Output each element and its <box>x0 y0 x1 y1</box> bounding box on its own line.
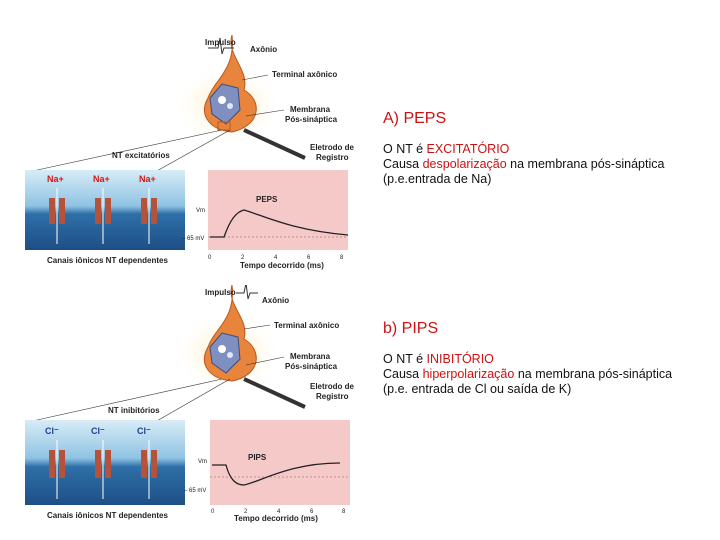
tick-4: 4 <box>277 509 281 515</box>
vesicle-cluster <box>209 83 241 125</box>
peps-line-2: Causa despolarização na membrana pós-sin… <box>383 157 683 187</box>
peps-line-1: O NT é EXCITATÓRIO <box>383 142 683 157</box>
pips-line-1-prefix: O NT é <box>383 352 427 366</box>
vesicle-cluster <box>209 332 241 374</box>
tick-6: 6 <box>307 255 311 261</box>
channel-2 <box>95 198 111 224</box>
electrode <box>243 377 306 409</box>
channel-3 <box>141 450 157 478</box>
pips-line-1-highlight: INIBITÓRIO <box>426 352 494 366</box>
impulse-label: Impulso <box>205 288 236 297</box>
tick-8: 8 <box>340 255 344 261</box>
channel-1 <box>49 198 65 224</box>
pips-figure: Impulso Axônio Terminal axônico Membrana… <box>0 282 360 525</box>
channel-2 <box>95 450 111 478</box>
ion-label-1: Na+ <box>47 174 64 184</box>
peps-line-2-suffix: na membrana pós-sináptica (p.e.entrada d… <box>383 157 665 186</box>
pips-trace <box>212 462 341 486</box>
terminal-label: Terminal axônico <box>272 70 337 79</box>
ion-label-2: Cl⁻ <box>91 426 105 436</box>
peps-line-1-prefix: O NT é <box>383 142 427 156</box>
nt-label: NT excitatórios <box>112 151 170 160</box>
pips-description: b) PIPS O NT é INIBITÓRIO Causa hiperpol… <box>383 320 683 397</box>
synapse-box <box>217 121 231 131</box>
pips-illustration: Impulso Axônio Terminal axônico Membrana… <box>25 282 355 523</box>
x-axis-label: Tempo decorrido (ms) <box>234 514 318 523</box>
tick-2: 2 <box>244 509 248 515</box>
electrode-label-1: Eletrodo de <box>310 143 355 152</box>
membrane-label-1: Membrana <box>290 105 331 114</box>
ion-label-3: Cl⁻ <box>137 426 151 436</box>
membrane-label-2: Pós-sináptica <box>285 115 338 124</box>
plot-area <box>210 420 350 505</box>
pips-title: b) PIPS <box>383 320 439 337</box>
nt-label: NT inibitórios <box>108 406 160 415</box>
pips-line-2-highlight: hiperpolarização <box>422 367 515 381</box>
tick-6: 6 <box>310 509 314 515</box>
peps-line-1-highlight: EXCITATÓRIO <box>426 142 510 156</box>
impulse-label: Impulso <box>205 38 236 47</box>
electrode-label-2: Registro <box>316 153 349 162</box>
plot-area <box>208 170 348 250</box>
ion-label-3: Na+ <box>139 174 156 184</box>
tick-2: 2 <box>241 255 245 261</box>
electrode-label-1: Eletrodo de <box>310 382 355 391</box>
trace-label: PIPS <box>248 453 267 462</box>
baseline-label: – 65 mV <box>184 488 206 494</box>
pips-line-2-prefix: Causa <box>383 367 423 381</box>
trace-label: PEPS <box>256 195 278 204</box>
tick-0: 0 <box>208 255 212 261</box>
peps-line-2-highlight: despolarização <box>422 157 507 171</box>
vm-label: Vm <box>198 459 207 465</box>
terminal-label: Terminal axônico <box>274 321 339 330</box>
peps-title: A) PEPS <box>383 110 447 127</box>
tick-8: 8 <box>342 509 346 515</box>
impulse-trace <box>208 37 234 55</box>
peps-description: A) PEPS O NT é EXCITATÓRIO Causa despola… <box>383 110 683 187</box>
channel-3 <box>141 198 157 224</box>
peps-illustration: Impulso Axônio Terminal axônico Membrana… <box>25 34 355 270</box>
channels-label: Canais iônicos NT dependentes <box>47 511 168 520</box>
axon-label: Axônio <box>250 45 277 54</box>
tick-4: 4 <box>274 255 278 261</box>
pips-line-1: O NT é INIBITÓRIO <box>383 352 683 367</box>
electrode <box>243 128 306 160</box>
peps-figure: Impulso Axônio Terminal axônico Membrana… <box>0 30 360 270</box>
impulse-trace <box>236 282 258 300</box>
baseline-label: – 65 mV <box>182 236 204 242</box>
ion-label-2: Na+ <box>93 174 110 184</box>
membrane-label-1: Membrana <box>290 352 331 361</box>
peps-line-2-prefix: Causa <box>383 157 423 171</box>
axon-label: Axônio <box>262 296 289 305</box>
electrode-label-2: Registro <box>316 392 349 401</box>
channels-label: Canais iônicos NT dependentes <box>47 256 168 265</box>
pips-line-2-suffix: na membrana pós-sináptica (p.e. entrada … <box>383 367 673 396</box>
ion-label-1: Cl⁻ <box>45 426 59 436</box>
membrane-label-2: Pós-sináptica <box>285 362 338 371</box>
channel-1 <box>49 450 65 478</box>
pips-line-2: Causa hiperpolarização na membrana pós-s… <box>383 367 683 397</box>
peps-trace <box>210 209 349 238</box>
tick-0: 0 <box>211 509 215 515</box>
x-axis-label: Tempo decorrido (ms) <box>240 261 324 270</box>
vm-label: Vm <box>196 208 205 214</box>
